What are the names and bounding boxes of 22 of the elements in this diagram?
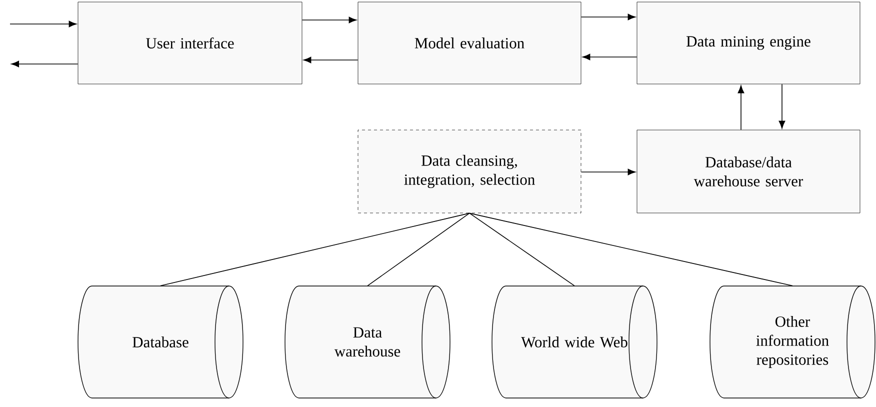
arrow	[10, 20, 77, 28]
arrow	[580, 168, 636, 176]
connector-line	[469, 212, 575, 286]
arrow	[738, 85, 744, 130]
process-box: Model evaluation	[358, 2, 582, 84]
connector-line	[367, 212, 470, 286]
arrow	[302, 16, 357, 24]
arrow	[582, 54, 638, 60]
arrow	[778, 84, 786, 129]
process-box: Database/data warehouse server	[636, 130, 860, 214]
process-box: Data mining engine	[636, 2, 860, 84]
database-cylinder: Data warehouse	[284, 286, 450, 398]
arrow	[303, 56, 358, 64]
database-cylinder: World wide Web	[492, 286, 658, 398]
database-cylinder: Database	[78, 286, 244, 398]
process-box: User interface	[78, 2, 302, 84]
connector-line	[160, 212, 470, 286]
arrow	[11, 60, 78, 68]
database-cylinder: Other information repositories	[710, 286, 876, 398]
process-box: Data cleansing, integration, selection	[358, 130, 582, 214]
arrow	[580, 14, 636, 20]
connector-line	[469, 212, 793, 286]
